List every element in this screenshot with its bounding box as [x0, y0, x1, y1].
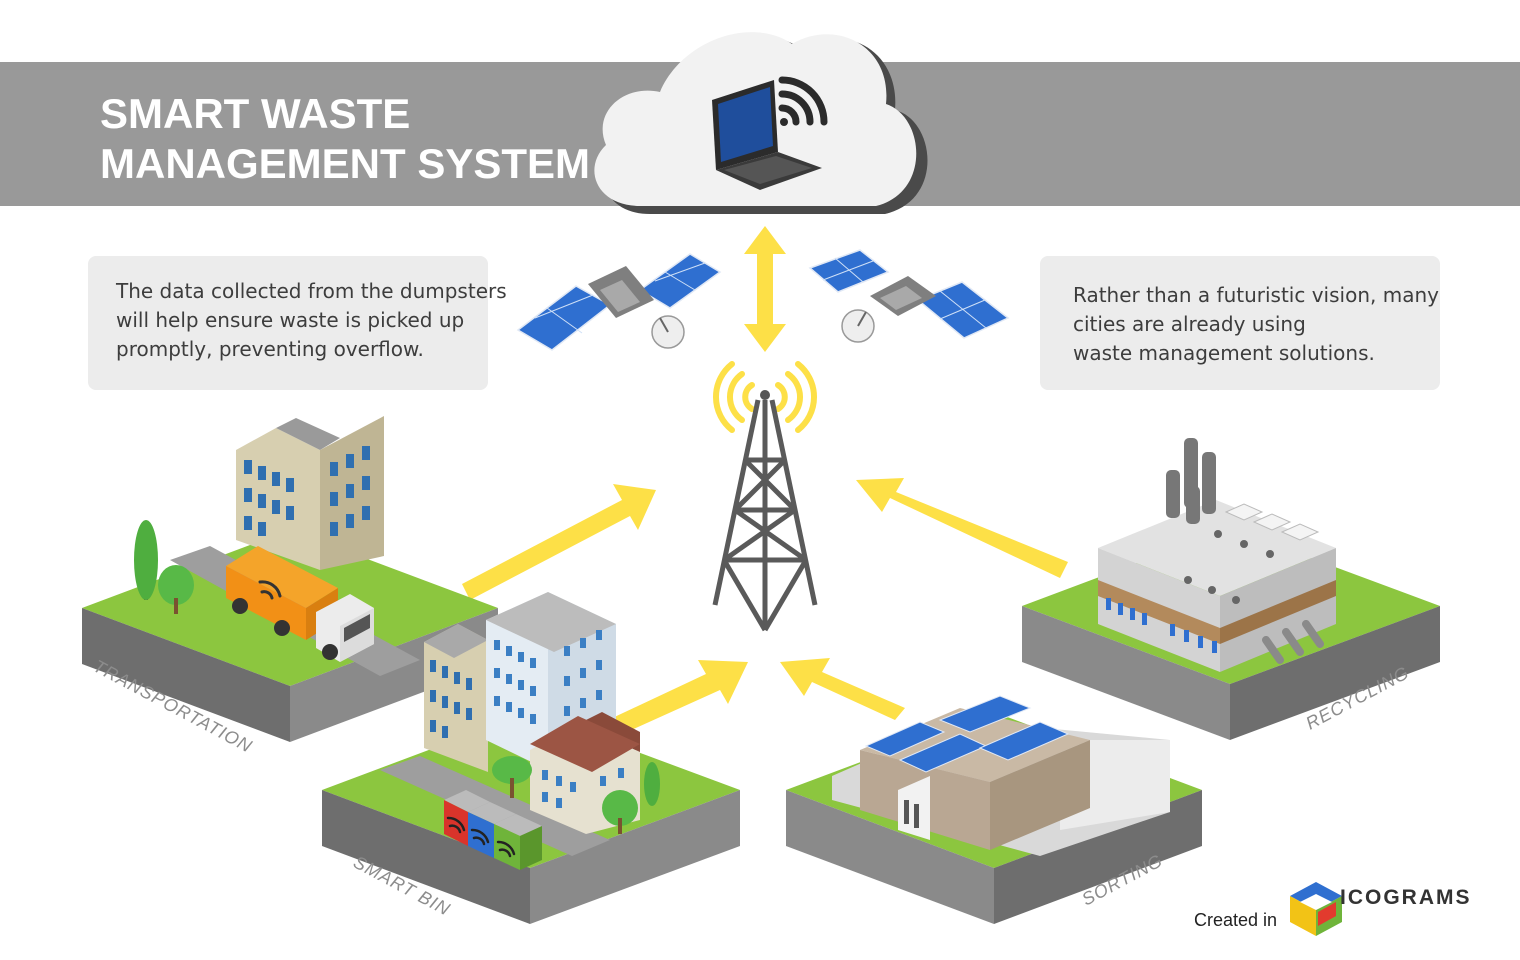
office-building-icon	[236, 416, 384, 570]
satellite-icon	[516, 253, 722, 351]
arrow-transport-icon	[462, 484, 656, 600]
arrow-recycling-icon	[856, 478, 1068, 578]
laptop-icon	[712, 80, 822, 190]
smart-bin-icon	[444, 790, 542, 870]
info-box-left	[88, 256, 488, 390]
info-right-line-3: waste management solutions.	[1073, 341, 1375, 365]
info-right-line-2: cities are already using	[1073, 312, 1306, 336]
tree-icon	[134, 520, 194, 614]
tree-icon	[492, 756, 660, 834]
created-in-text: Created in	[1194, 910, 1277, 930]
title-line-1: SMART WASTE	[100, 90, 410, 137]
recycling-factory-icon	[1098, 438, 1336, 672]
info-left-line-2: will help ensure waste is picked up	[116, 308, 464, 332]
arrow-smartbin-icon	[608, 660, 748, 736]
garbage-truck-icon	[226, 546, 374, 662]
info-right-line-1: Rather than a futuristic vision, many	[1073, 283, 1439, 307]
wifi-signal-icon	[778, 76, 828, 126]
info-box-right	[1040, 256, 1440, 390]
satellite-icon	[808, 249, 1010, 343]
title-line-2: MANAGEMENT SYSTEM	[100, 140, 590, 187]
sorting-facility-icon	[832, 695, 1170, 856]
icograms-brand-text: ICOGRAMS	[1340, 886, 1472, 909]
icograms-logo-icon	[1290, 882, 1342, 936]
double-arrow-icon	[744, 226, 786, 352]
info-left-line-3: promptly, preventing overflow.	[116, 337, 424, 361]
arrow-sorting-icon	[780, 658, 905, 720]
cell-tower-icon	[712, 361, 818, 632]
info-left-line-1: The data collected from the dumpsters	[115, 279, 507, 303]
